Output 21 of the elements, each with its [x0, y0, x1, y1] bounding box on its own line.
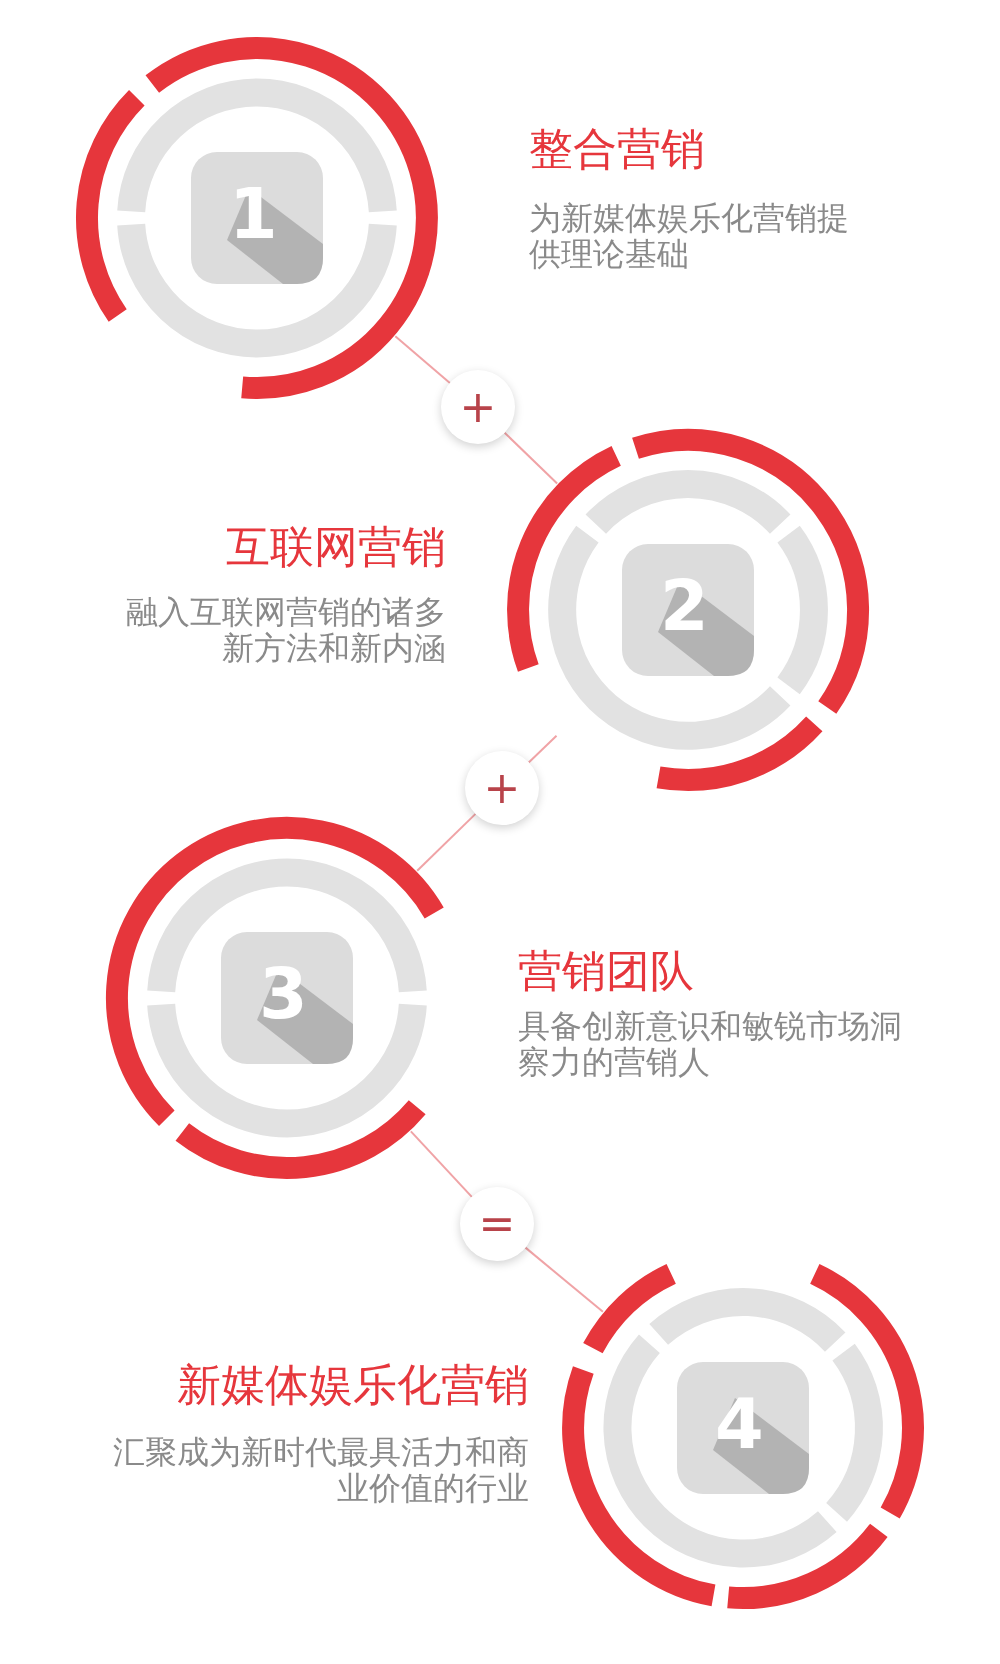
step-description: 汇聚成为新时代最具活力和商业价值的行业 [112, 1434, 529, 1506]
step-heading: 互联网营销 [226, 522, 446, 572]
step-number: 4 [715, 1384, 764, 1464]
connector-line [394, 335, 451, 384]
step-description: 融入互联网营销的诸多新方法和新内涵 [126, 594, 446, 666]
step-number: 2 [660, 566, 709, 646]
step-description: 为新媒体娱乐化营销提供理论基础 [529, 200, 849, 272]
step-heading: 新媒体娱乐化营销 [177, 1360, 529, 1410]
connector-line [524, 1246, 604, 1313]
step-heading: 整合营销 [529, 124, 705, 174]
connector-line [409, 1130, 473, 1198]
operator-circle: + [465, 751, 539, 825]
connector-line [416, 812, 477, 872]
connector-line [527, 734, 558, 764]
step-number: 1 [229, 174, 278, 254]
operator-circle: = [460, 1187, 534, 1261]
operator-circle: + [441, 370, 515, 444]
step-number: 3 [259, 954, 308, 1034]
step-description: 具备创新意识和敏锐市场洞察力的营销人 [518, 1008, 903, 1080]
connector-line [503, 431, 559, 485]
step-heading: 营销团队 [518, 946, 694, 996]
